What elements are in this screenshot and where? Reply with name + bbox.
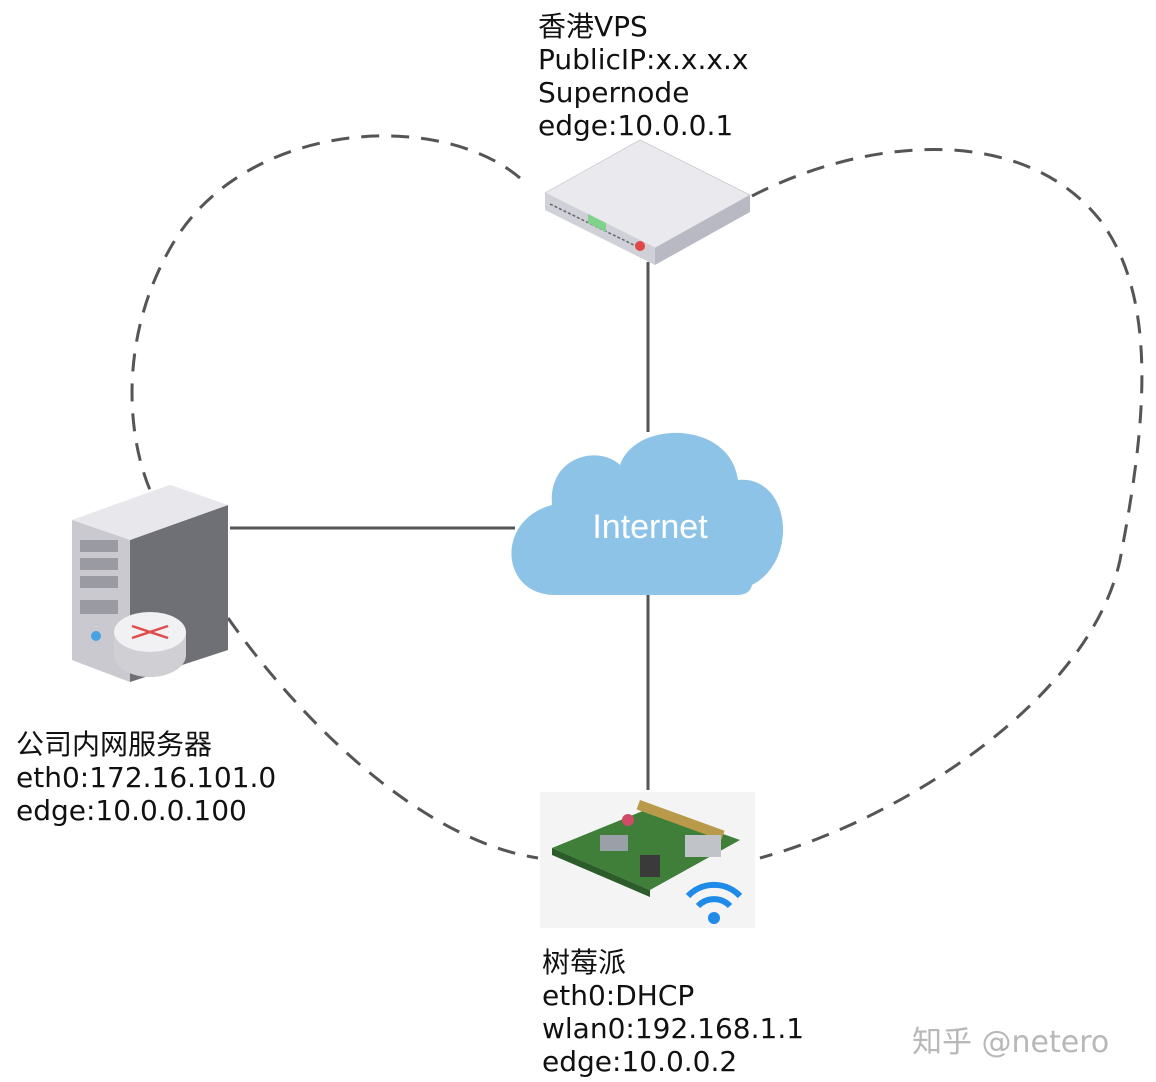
wifi-icon <box>685 881 743 924</box>
watermark: 知乎 @netero <box>912 1025 1110 1060</box>
server-eth0: eth0:172.16.101.0 <box>16 761 277 794</box>
internet-cloud-icon <box>511 432 784 595</box>
pi-eth0: eth0:DHCP <box>542 979 695 1012</box>
vps-label: 香港VPS PublicIP:x.x.x.x Supernode edge:10… <box>538 10 748 142</box>
office-server-icon <box>72 485 228 682</box>
pi-wlan0: wlan0:192.168.1.1 <box>542 1012 805 1045</box>
dashed-tunnel-left <box>130 134 521 491</box>
vps-name: 香港VPS <box>538 10 648 43</box>
dashed-tunnel-right <box>751 148 1144 860</box>
pi-name: 树莓派 <box>542 946 627 979</box>
vps-supernode-icon <box>543 139 752 265</box>
pi-edge: edge:10.0.0.2 <box>542 1045 738 1078</box>
server-name: 公司内网服务器 <box>16 728 213 761</box>
internet-label: Internet <box>592 508 708 546</box>
server-edge: edge:10.0.0.100 <box>16 794 247 827</box>
vps-role: Supernode <box>538 76 690 109</box>
pi-label: 树莓派 eth0:DHCP wlan0:192.168.1.1 edge:10.… <box>542 946 804 1078</box>
vps-public-ip: PublicIP:x.x.x.x <box>538 43 749 76</box>
vps-edge: edge:10.0.0.1 <box>538 109 734 142</box>
server-label: 公司内网服务器 eth0:172.16.101.0 edge:10.0.0.10… <box>16 728 276 827</box>
raspberry-pi-icon <box>540 792 755 928</box>
